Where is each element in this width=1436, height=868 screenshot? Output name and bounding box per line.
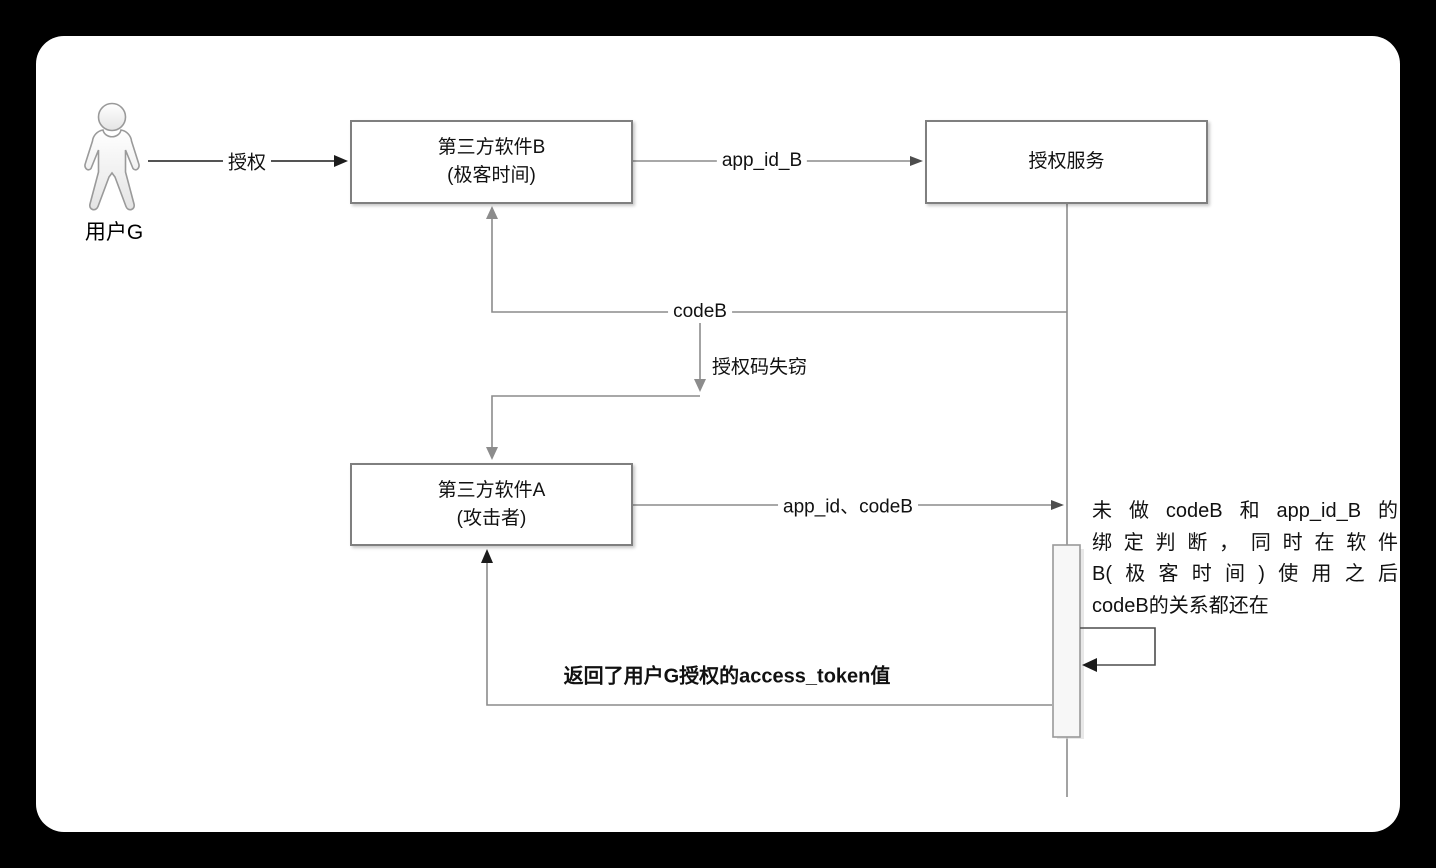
edge-label-authorize: 授权 (222, 147, 272, 175)
actor-label: 用户G (84, 221, 144, 244)
node-auth-service: 授权服务 (925, 120, 1208, 204)
node-auth-service-title: 授权服务 (1028, 151, 1105, 172)
annotation-line-1: 未做codeB和app_id_B的 (1092, 500, 1398, 522)
node-software-b-title: 第三方软件B (437, 137, 546, 158)
edge-label-code-stolen: 授权码失窃 (712, 357, 808, 378)
node-software-a-title: 第三方软件A (437, 479, 546, 501)
edge-label-app-id-code-b: app_id、codeB (778, 491, 918, 519)
node-software-a-subtitle: (攻击者) (456, 507, 527, 529)
edge-label-code-b: codeB (668, 301, 732, 323)
annotation-note: 未做codeB和app_id_B的 绑定判断，同时在软件 B(极客时间)使用之后… (1092, 496, 1398, 623)
annotation-line-4: codeB的关系都还在 (1092, 595, 1269, 618)
annotation-line-2: 绑定判断，同时在软件 (1092, 531, 1398, 554)
edge-label-return-token: 返回了用户G授权的access_token值 (563, 665, 891, 688)
node-software-b-subtitle: (极客时间) (447, 165, 536, 186)
edge-label-app-id-b: app_id_B (716, 150, 808, 172)
annotation-line-3: B(极客时间)使用之后 (1092, 563, 1398, 586)
node-software-a: 第三方软件A (攻击者) (350, 463, 633, 546)
node-software-b: 第三方软件B (极客时间) (350, 120, 633, 204)
